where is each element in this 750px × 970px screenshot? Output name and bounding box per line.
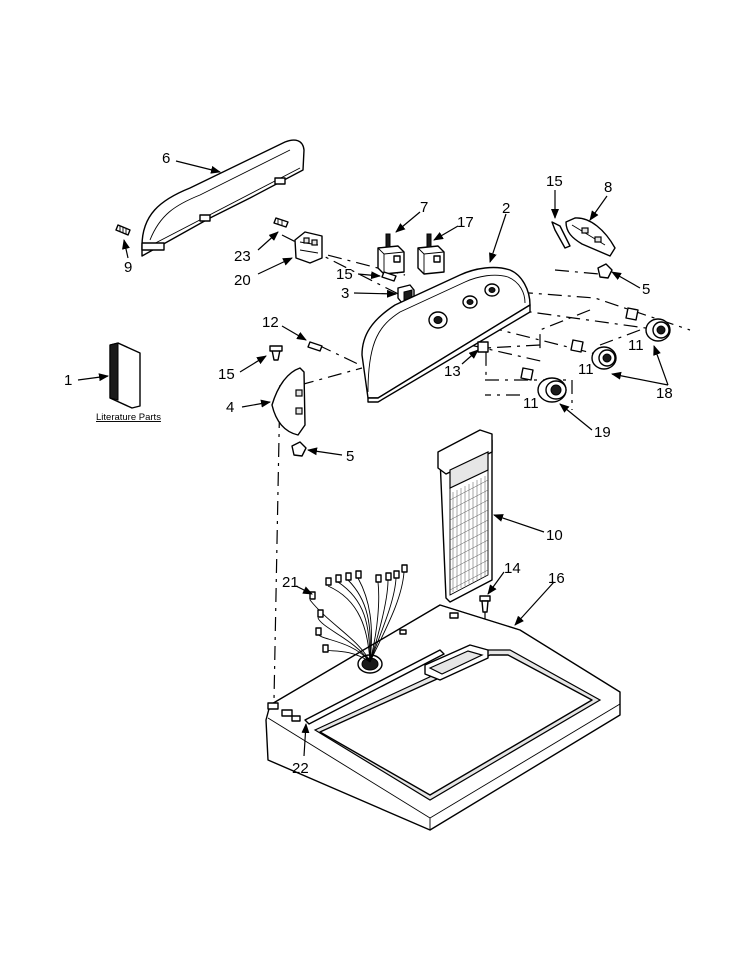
switch-17 xyxy=(417,233,445,275)
screw-9 xyxy=(115,224,131,236)
callout-9: 9 xyxy=(124,259,132,276)
literature-parts-label: Literature Parts xyxy=(96,412,161,423)
callout-16: 16 xyxy=(548,570,565,587)
clip-5-lower xyxy=(291,441,307,457)
callout-19: 19 xyxy=(594,424,611,441)
callout-1: 1 xyxy=(64,372,72,389)
lint-screen-10 xyxy=(437,429,493,603)
callout-5-upper: 5 xyxy=(642,281,650,298)
terminal-block-20 xyxy=(294,231,323,264)
knob-19 xyxy=(537,377,567,403)
screw-13 xyxy=(479,595,491,613)
callout-12: 12 xyxy=(262,314,279,331)
top-panel-16 xyxy=(265,604,621,831)
right-end-cap-8 xyxy=(565,217,616,257)
callout-11-right: 11 xyxy=(628,337,644,354)
callout-15-left: 15 xyxy=(218,366,235,383)
callout-4: 4 xyxy=(226,399,234,416)
rear-console-cover xyxy=(141,139,305,257)
callout-22: 22 xyxy=(292,760,309,777)
screw-14 xyxy=(477,341,489,353)
knobs xyxy=(537,318,671,403)
callout-5-lower: 5 xyxy=(346,448,354,465)
callout-18: 18 xyxy=(656,385,673,402)
screw-12 xyxy=(307,341,323,352)
clip-5-upper xyxy=(597,263,613,279)
callout-6: 6 xyxy=(162,150,170,167)
callout-17: 17 xyxy=(457,214,474,231)
callout-13: 14 xyxy=(504,560,521,577)
leader-lines xyxy=(77,160,669,757)
screw-15-right xyxy=(551,221,571,249)
knob-18-middle xyxy=(591,346,617,370)
left-end-cap-4 xyxy=(271,367,306,436)
callout-23: 23 xyxy=(234,248,251,265)
callout-20: 20 xyxy=(234,272,251,289)
callout-11-middle: 11 xyxy=(578,361,594,378)
callout-labels: 6 9 23 20 7 17 15 3 2 12 15 4 5 1 Litera… xyxy=(64,150,673,777)
lint-screen-mesh xyxy=(449,476,489,592)
callout-21: 21 xyxy=(282,574,299,591)
switch-7 xyxy=(377,233,405,275)
callout-15-right: 15 xyxy=(546,173,563,190)
callout-3: 3 xyxy=(341,285,349,302)
knob-18-right xyxy=(645,318,671,342)
callout-15-middle: 15 xyxy=(336,266,353,283)
wire-connectors xyxy=(309,564,408,653)
literature-booklet-1 xyxy=(109,342,141,409)
knob-screws-11 xyxy=(520,307,639,381)
callout-14: 13 xyxy=(444,363,461,380)
screw-15-left xyxy=(269,345,283,361)
callout-10: 10 xyxy=(546,527,563,544)
screw-15-middle xyxy=(381,271,397,282)
callout-2: 2 xyxy=(502,200,510,217)
console-panel xyxy=(361,266,531,403)
callout-8: 8 xyxy=(604,179,612,196)
callout-7: 7 xyxy=(420,199,428,216)
strip-22 xyxy=(304,649,445,725)
screw-23 xyxy=(273,217,289,228)
callout-11-left: 11 xyxy=(523,395,539,412)
wire-harness-21 xyxy=(309,564,408,663)
